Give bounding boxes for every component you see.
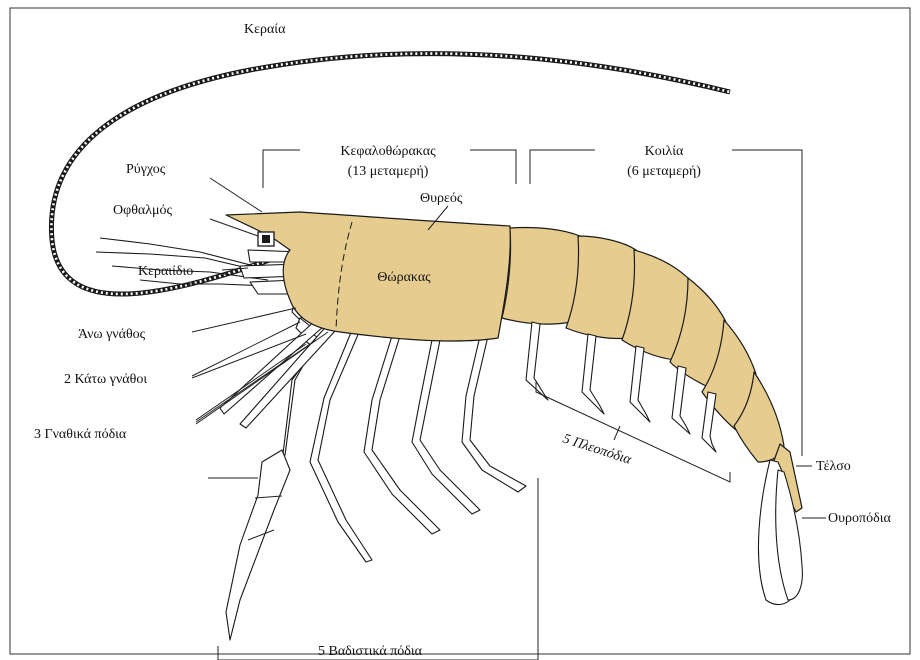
label-abdomen-segments: (6 μεταμερή) (627, 164, 701, 179)
label-antennule: Κεραιίδιο (138, 264, 193, 279)
label-maxillae: 2 Κάτω γνάθοι (64, 372, 147, 387)
label-cephalothorax-segments: (13 μεταμερή) (348, 164, 429, 179)
label-eye: Οφθαλμός (113, 203, 173, 218)
label-maxillipeds: 3 Γναθικά πόδια (34, 427, 127, 442)
label-antenna: Κεραία (244, 22, 286, 37)
label-abdomen: Κοιλία (645, 144, 684, 159)
label-telson: Τέλσο (816, 459, 851, 474)
label-carapace: Θυρεός (420, 191, 463, 206)
label-uropods: Ουροπόδια (828, 511, 891, 526)
label-cephalothorax: Κεφαλοθώρακας (340, 144, 436, 159)
label-mandible: Άνω γνάθος (78, 327, 146, 342)
label-walking-legs: 5 Βαδιστικά πόδια (318, 644, 423, 659)
label-thorax: Θώρακας (377, 270, 431, 285)
eye (258, 232, 274, 246)
label-rostrum: Ρύγχος (126, 162, 166, 177)
